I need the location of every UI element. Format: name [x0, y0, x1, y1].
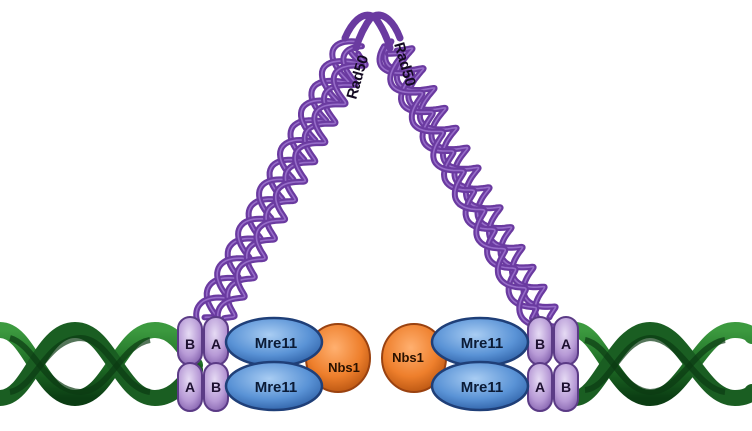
- lobe-label-b: B: [185, 336, 195, 352]
- mre11-label: Mre11: [255, 379, 298, 396]
- lobe-label-a: A: [185, 379, 195, 395]
- lobe-label-b: B: [535, 336, 545, 352]
- nbs1-label: Nbs1: [392, 350, 424, 365]
- mre11-label: Mre11: [461, 335, 504, 352]
- lobe-label-b: B: [561, 379, 571, 395]
- rad50-zinc-hook: [341, 11, 404, 52]
- coil-strand-highlight: [378, 45, 538, 319]
- lobe-label-b: B: [211, 379, 221, 395]
- coil-strand-highlight: [195, 50, 361, 327]
- rad50-coiled-coil-right: [376, 38, 559, 330]
- mre11-protein-right-bottom: Mre11: [430, 360, 530, 412]
- dna-helix-right: [567, 321, 752, 407]
- coil-strand-highlight: [388, 52, 537, 327]
- rad50-coiled-coil-left: [193, 38, 369, 330]
- mre11-protein-left-bottom: Mre11: [224, 360, 324, 412]
- coil-strand-highlight: [223, 45, 362, 320]
- mrn-complex-left: B A A B Nbs1 Mre11 Mre11: [177, 316, 371, 412]
- nbs1-protein-right: Nbs1: [381, 323, 447, 393]
- dna-helix-left: [0, 318, 203, 410]
- lobe-label-a: A: [535, 379, 545, 395]
- mre11-protein-right-top: Mre11: [430, 316, 530, 368]
- mre11-label: Mre11: [255, 335, 298, 352]
- rad50-head-lobes-left: B A A B: [177, 316, 229, 412]
- coil-strand-highlight: [216, 53, 367, 326]
- rad50-head-lobes-right: B A A B: [527, 316, 579, 412]
- lobe-label-a: A: [561, 336, 571, 352]
- mre11-label: Mre11: [461, 379, 504, 396]
- lobe-label-a: A: [211, 336, 221, 352]
- coil-strand-highlight: [395, 47, 555, 328]
- mrn-complex-right: B A A B Nbs1 Mre11 Mre11: [381, 316, 579, 412]
- nbs1-label: Nbs1: [328, 360, 360, 375]
- mre11-protein-left-top: Mre11: [224, 316, 324, 368]
